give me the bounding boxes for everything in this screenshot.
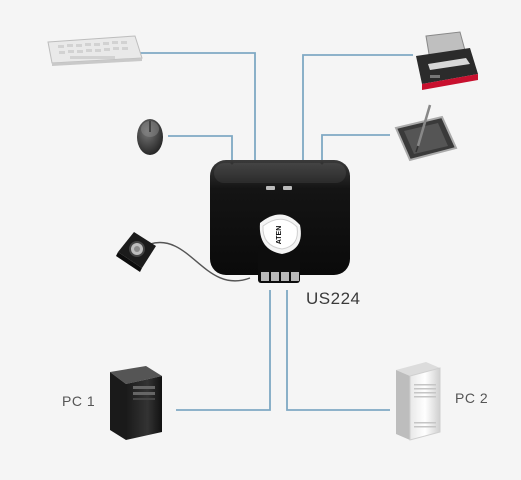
printer-line	[302, 54, 413, 162]
pc2-label: PC 2	[455, 390, 489, 406]
pc2-tower-icon	[396, 362, 441, 441]
pen-tablet-icon	[394, 104, 458, 162]
connection-lines	[140, 52, 413, 411]
remote-port-selector-icon	[116, 232, 156, 272]
remote-cable	[149, 241, 251, 282]
pc2-line	[286, 290, 390, 411]
pc1-label: PC 1	[62, 393, 96, 409]
device-top-cable-left	[230, 161, 234, 165]
port-led-2	[283, 186, 292, 190]
mouse-icon	[137, 119, 163, 155]
pc1-tower-icon	[110, 366, 162, 440]
aten-logo-button: ATEN	[259, 214, 301, 254]
tablet-line	[321, 134, 390, 163]
printer-icon	[416, 31, 478, 90]
keyboard-icon	[47, 35, 143, 66]
device-top-cable-right	[320, 161, 324, 165]
port-led-1	[266, 186, 275, 190]
mouse-line	[168, 135, 233, 163]
brand-logo: ATEN	[276, 226, 283, 245]
device-model-label: US224	[306, 289, 361, 308]
pc1-line	[176, 290, 271, 411]
keyboard-line	[140, 52, 256, 162]
